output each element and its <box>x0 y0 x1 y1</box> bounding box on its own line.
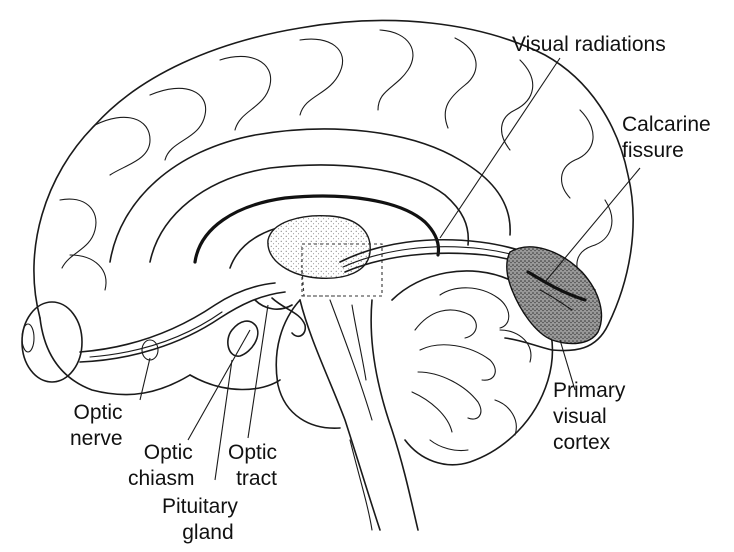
pituitary-word: Pituitary <box>162 494 238 520</box>
label-optic-nerve: Optic nerve <box>70 400 123 452</box>
optic-nerve-word-1: Optic <box>70 400 123 426</box>
arbor-vitae-6 <box>500 330 531 362</box>
visual-radiations-text: Visual radiations <box>512 32 666 58</box>
primary-text: Primary <box>553 378 625 404</box>
arbor-vitae-1 <box>415 310 476 338</box>
label-pituitary-gland: Pituitary gland <box>162 494 238 546</box>
leader-optic-tract <box>248 305 268 438</box>
optic-chiasm-word-1: Optic <box>128 440 195 466</box>
arbor-vitae-3 <box>418 372 481 419</box>
gyrus-line-2 <box>150 88 206 160</box>
gyrus-line-5 <box>378 30 413 110</box>
gland-word: gland <box>162 520 238 546</box>
arbor-vitae-5 <box>440 288 509 328</box>
gyrus-line-3 <box>220 56 271 130</box>
brainstem <box>300 300 380 530</box>
midbrain-line <box>330 300 372 420</box>
optic-nerve-path-2 <box>80 292 285 362</box>
brainstem-back <box>371 300 418 530</box>
pituitary-stalk <box>228 321 258 356</box>
aqueduct <box>352 305 366 380</box>
leader-visual-radiations <box>440 58 560 238</box>
label-optic-chiasm: Optic chiasm <box>128 440 195 492</box>
pons <box>276 300 340 428</box>
gyrus-line-4 <box>300 39 343 115</box>
primary-visual-cortex-area <box>507 247 602 344</box>
label-primary-visual-cortex: Primary visual cortex <box>553 378 625 456</box>
arbor-vitae-7 <box>495 400 516 435</box>
cortex-text: cortex <box>553 430 625 456</box>
calcarine-text: Calcarine <box>622 112 711 138</box>
label-calcarine-fissure: Calcarine fissure <box>622 112 711 164</box>
gyrus-line-11 <box>70 255 106 290</box>
optic-nerve-path-3 <box>90 312 222 357</box>
visual-text: visual <box>553 404 625 430</box>
gyrus-line-6 <box>445 38 476 128</box>
arbor-vitae-8 <box>430 440 468 451</box>
leader-optic-chiasm <box>188 330 250 440</box>
optic-tract-word-2: tract <box>228 466 277 492</box>
gyrus-line-1 <box>95 117 150 175</box>
leader-calcarine-fissure <box>545 168 640 282</box>
optic-nerve-word-2: nerve <box>70 426 123 452</box>
gyrus-line-9 <box>577 200 612 282</box>
arbor-vitae-2 <box>420 345 495 380</box>
optic-tract-word-1: Optic <box>228 440 277 466</box>
medulla-line <box>350 440 372 530</box>
frontal-underside <box>40 318 190 395</box>
optic-chiasm-word-2: chiasm <box>128 466 195 492</box>
label-visual-radiations: Visual radiations <box>512 32 666 58</box>
eye-ball <box>22 302 82 382</box>
leader-optic-nerve <box>140 358 150 400</box>
fissure-text: fissure <box>622 138 711 164</box>
label-optic-tract: Optic tract <box>228 440 277 492</box>
gyrus-line-10 <box>60 199 96 268</box>
arbor-vitae-4 <box>412 392 452 432</box>
temporal-lobe <box>190 375 280 390</box>
eye-lens <box>22 324 34 352</box>
gyrus-line-8 <box>562 110 594 198</box>
